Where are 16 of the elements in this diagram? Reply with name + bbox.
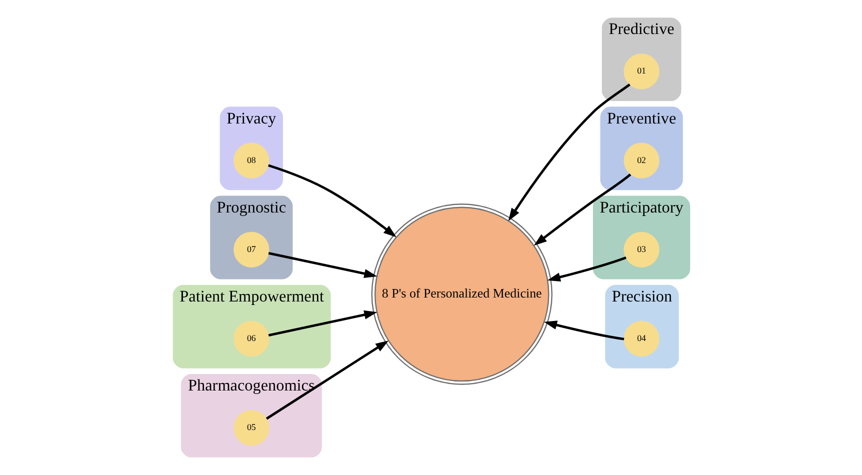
node-circle: 02 — [623, 142, 659, 178]
node-circle: 04 — [623, 320, 659, 357]
node-circle: 06 — [233, 320, 269, 357]
arrow — [508, 84, 630, 222]
node-circle: 07 — [233, 232, 269, 268]
arrow — [543, 320, 624, 340]
arrow — [546, 256, 626, 282]
node-circle: 03 — [623, 232, 659, 268]
node-circle: 08 — [233, 142, 269, 178]
arrow — [533, 173, 631, 246]
node-circle: 8 P's of Personalized Medicine — [370, 204, 552, 385]
arrow — [268, 252, 377, 278]
node-circle: 01 — [623, 54, 659, 90]
arrow — [268, 310, 377, 336]
node-circle: 05 — [233, 410, 269, 446]
arrow — [265, 340, 388, 420]
